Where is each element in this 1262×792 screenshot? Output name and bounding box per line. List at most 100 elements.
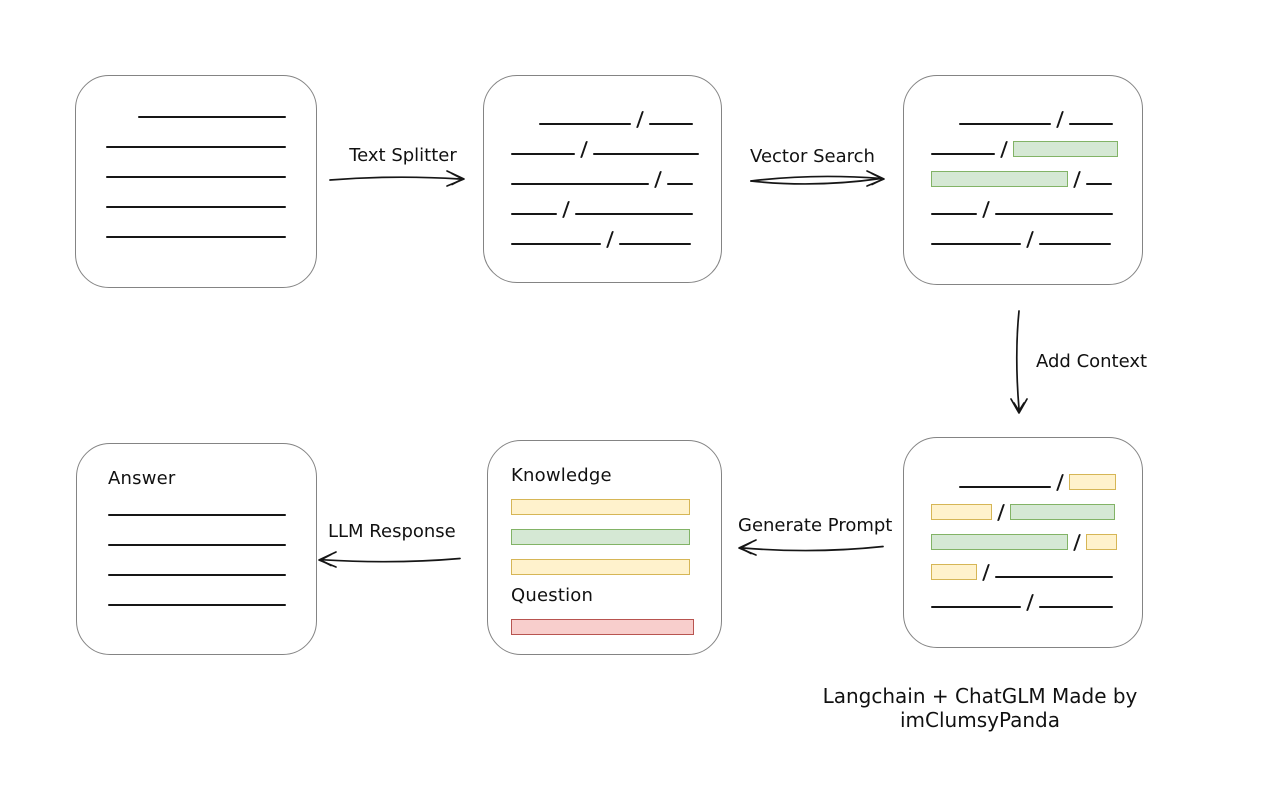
chunk-highlight-yellow — [1069, 474, 1117, 490]
chunk-highlight-green — [511, 529, 690, 545]
slash-separator — [606, 231, 615, 248]
chunk-row — [106, 181, 286, 211]
text-line — [931, 153, 995, 155]
chunk-row — [931, 158, 1142, 188]
chunk-row — [106, 211, 286, 241]
vector-matched-chunks-box — [903, 75, 1143, 285]
text-line — [511, 243, 601, 245]
slash-separator — [997, 504, 1006, 521]
text-line — [539, 123, 631, 125]
text-line — [108, 574, 286, 576]
chunk-row — [108, 519, 316, 549]
text-line — [511, 183, 649, 185]
chunk-row — [511, 546, 721, 576]
text-line — [931, 213, 977, 215]
chunk-row — [108, 549, 316, 579]
chunk-highlight-green — [931, 171, 1068, 187]
slash-separator — [562, 201, 571, 218]
chunk-row — [511, 98, 721, 128]
text-splitter-arrow — [329, 170, 465, 187]
chunk-row — [511, 218, 721, 248]
chunk-row — [106, 91, 286, 121]
chunk-highlight-red — [511, 619, 694, 635]
chunk-row — [931, 551, 1142, 581]
question-label: Question — [511, 585, 594, 606]
text-line — [995, 213, 1114, 215]
chunk-highlight-yellow — [511, 499, 690, 515]
text-line — [959, 123, 1051, 125]
text-line — [106, 176, 286, 178]
text-line — [138, 116, 286, 118]
add-context-label: Add Context — [1036, 351, 1148, 372]
text-line — [575, 213, 694, 215]
slash-separator — [982, 201, 991, 218]
chunk-highlight-green — [1010, 504, 1116, 520]
slash-separator — [1026, 231, 1035, 248]
text-line — [931, 606, 1021, 608]
slash-separator — [1073, 171, 1082, 188]
text-line — [619, 243, 692, 245]
generate-prompt-arrow — [738, 539, 884, 556]
vector-search-label: Vector Search — [750, 146, 875, 167]
text-line — [511, 153, 575, 155]
text-line — [1039, 606, 1114, 608]
slash-separator — [654, 171, 663, 188]
chunk-row — [931, 98, 1142, 128]
add-context-arrow — [1010, 310, 1028, 414]
slash-separator — [1073, 534, 1082, 551]
context-chunks-box — [903, 437, 1143, 648]
answer-box: Answer — [76, 443, 317, 655]
chunk-row — [511, 486, 721, 516]
chunk-highlight-yellow — [931, 564, 977, 580]
text-line — [108, 544, 286, 546]
text-line — [106, 146, 286, 148]
slash-separator — [1026, 594, 1035, 611]
text-line — [667, 183, 694, 185]
chunk-highlight-yellow — [511, 559, 690, 575]
chunk-row — [931, 581, 1142, 611]
chunk-row — [931, 218, 1142, 248]
credit-caption: Langchain + ChatGLM Made by imClumsyPand… — [822, 684, 1138, 732]
chunk-row — [511, 516, 721, 546]
text-line — [931, 243, 1021, 245]
text-line — [1069, 123, 1114, 125]
answer-label: Answer — [108, 468, 176, 489]
split-chunks-box — [483, 75, 722, 283]
text-line — [1039, 243, 1112, 245]
chunk-row — [511, 606, 721, 636]
slash-separator — [1056, 111, 1065, 128]
text-line — [108, 604, 286, 606]
knowledge-label: Knowledge — [511, 465, 612, 486]
text-line — [106, 236, 286, 238]
chunk-row — [106, 121, 286, 151]
text-line — [649, 123, 694, 125]
chunk-row — [108, 579, 316, 609]
text-line — [593, 153, 700, 155]
text-line — [106, 206, 286, 208]
text-line — [108, 514, 286, 516]
text-line — [995, 576, 1114, 578]
llm-response-label: LLM Response — [328, 521, 456, 542]
chunk-row — [931, 461, 1142, 491]
chunk-highlight-green — [1013, 141, 1119, 157]
vector-search-arrow — [750, 170, 885, 187]
chunk-highlight-green — [931, 534, 1068, 550]
text-splitter-label: Text Splitter — [349, 145, 457, 166]
chunk-row — [511, 128, 721, 158]
chunk-highlight-yellow — [1086, 534, 1118, 550]
llm-response-arrow — [318, 551, 461, 568]
slash-separator — [636, 111, 645, 128]
chunk-row — [931, 491, 1142, 521]
chunk-row — [511, 188, 721, 218]
text-line — [511, 213, 557, 215]
chunk-row — [931, 128, 1142, 158]
text-line — [959, 486, 1051, 488]
slash-separator — [982, 564, 991, 581]
chunk-row — [931, 521, 1142, 551]
source-document-box — [75, 75, 317, 288]
generate-prompt-label: Generate Prompt — [738, 515, 893, 536]
chunk-row — [106, 151, 286, 181]
chunk-highlight-yellow — [931, 504, 992, 520]
